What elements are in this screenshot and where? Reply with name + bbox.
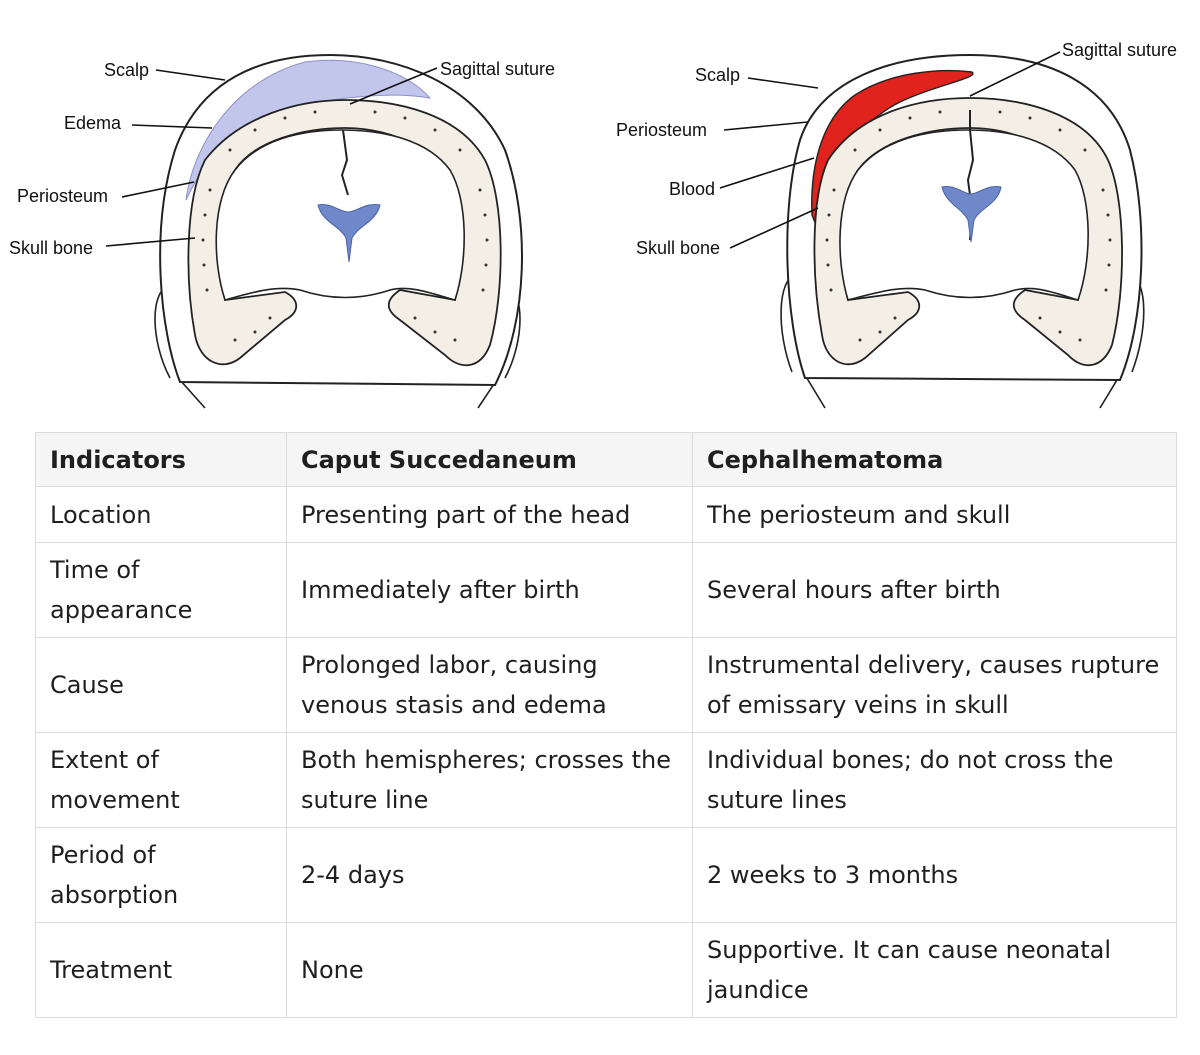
table-row: Extent of movement Both hemispheres; cro… <box>35 732 1177 828</box>
cell-caput: Prolonged labor, causing venous stasis a… <box>286 637 693 733</box>
skull-texture <box>201 110 489 342</box>
cell-caput: Presenting part of the head <box>286 486 693 543</box>
cell-indicator: Cause <box>35 637 287 733</box>
cephalhematoma-diagram: Sagittal suture Scalp Periosteum Blood S… <box>616 40 1177 409</box>
cell-cephal: Individual bones; do not cross the sutur… <box>692 732 1177 828</box>
table-row: Period of absorption 2-4 days 2 weeks to… <box>35 827 1177 923</box>
label-skull-bone: Skull bone <box>636 238 720 258</box>
label-sagittal-suture: Sagittal suture <box>440 59 555 79</box>
ventricle <box>941 185 1002 243</box>
cell-cephal: The periosteum and skull <box>692 486 1177 543</box>
label-blood: Blood <box>669 179 715 199</box>
cell-cephal: Supportive. It can cause neonatal jaundi… <box>692 922 1177 1018</box>
label-sagittal-suture: Sagittal suture <box>1062 40 1177 60</box>
label-edema: Edema <box>64 113 122 133</box>
cell-indicator: Location <box>35 486 287 543</box>
label-scalp: Scalp <box>104 60 149 80</box>
skull-texture <box>825 110 1112 342</box>
label-skull-bone: Skull bone <box>9 238 93 258</box>
cell-caput: None <box>286 922 693 1018</box>
table-row: Cause Prolonged labor, causing venous st… <box>35 637 1177 733</box>
cell-caput: Both hemispheres; crosses the suture lin… <box>286 732 693 828</box>
table-row: Location Presenting part of the head The… <box>35 486 1177 543</box>
comparison-table: Indicators Caput Succedaneum Cephalhemat… <box>35 432 1177 1018</box>
diagrams: Scalp Sagittal suture Edema Periosteum S… <box>0 0 1200 410</box>
header-caput: Caput Succedaneum <box>286 432 693 487</box>
cell-indicator: Treatment <box>35 922 287 1018</box>
cell-caput: 2-4 days <box>286 827 693 923</box>
header-indicators: Indicators <box>35 432 287 487</box>
table-row: Treatment None Supportive. It can cause … <box>35 922 1177 1018</box>
cell-cephal: Instrumental delivery, causes rupture of… <box>692 637 1177 733</box>
cell-indicator: Extent of movement <box>35 732 287 828</box>
header-cephalhematoma: Cephalhematoma <box>692 432 1177 487</box>
cell-indicator: Time of appearance <box>35 542 287 638</box>
cell-indicator: Period of absorption <box>35 827 287 923</box>
cell-cephal: Several hours after birth <box>692 542 1177 638</box>
ventricle <box>317 203 381 263</box>
label-periosteum: Periosteum <box>616 120 707 140</box>
table-row: Time of appearance Immediately after bir… <box>35 542 1177 638</box>
caput-diagram: Scalp Sagittal suture Edema Periosteum S… <box>9 53 555 409</box>
longitudinal-fissure <box>340 129 349 196</box>
cell-cephal: 2 weeks to 3 months <box>692 827 1177 923</box>
table-header-row: Indicators Caput Succedaneum Cephalhemat… <box>35 432 1177 487</box>
label-periosteum: Periosteum <box>17 186 108 206</box>
cell-caput: Immediately after birth <box>286 542 693 638</box>
label-scalp: Scalp <box>695 65 740 85</box>
